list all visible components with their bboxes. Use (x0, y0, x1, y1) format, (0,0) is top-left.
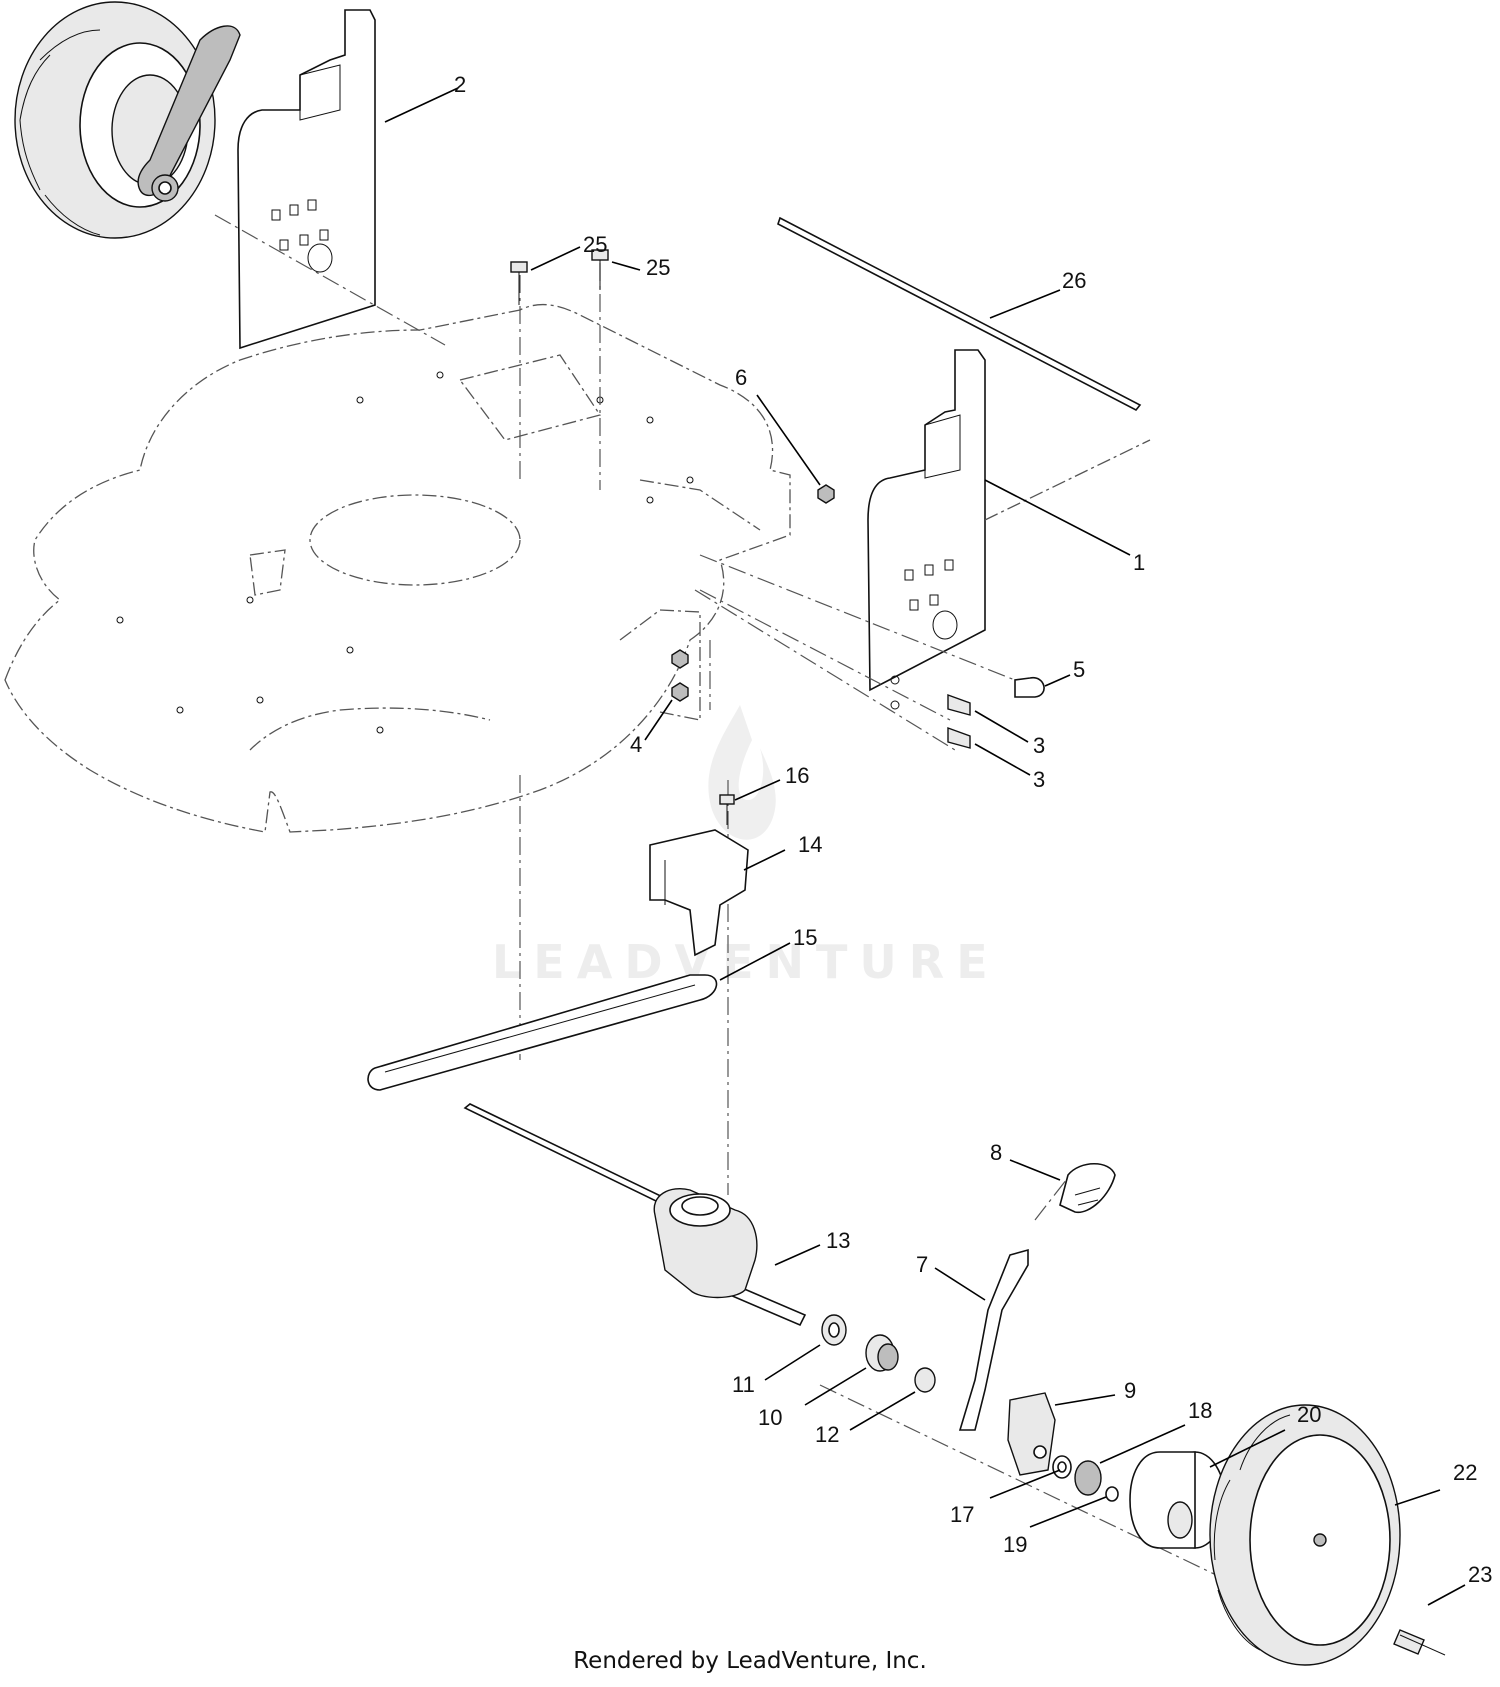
callout-5: 5 (1073, 657, 1085, 682)
callout-20: 20 (1297, 1402, 1321, 1427)
leader-lines (384, 87, 1466, 1606)
callout-18: 18 (1188, 1398, 1212, 1423)
callout-4: 4 (630, 732, 642, 757)
washer-19 (1105, 1486, 1119, 1502)
drive-belt (367, 974, 718, 1091)
callout-12: 12 (815, 1422, 839, 1447)
watermark-logo-icon (708, 705, 776, 840)
adjuster-lever (958, 1248, 1029, 1431)
callout-22: 22 (1453, 1460, 1477, 1485)
nut-4b (671, 682, 689, 702)
bushing-12 (914, 1367, 936, 1393)
callout-3a: 3 (1033, 733, 1045, 758)
callout-1: 1 (1133, 550, 1145, 575)
bolt-25a (510, 261, 528, 305)
callout-8: 8 (990, 1140, 1002, 1165)
left-height-plate (237, 9, 376, 350)
callout-19: 19 (1003, 1532, 1027, 1557)
watermark-text: LEADVENTURE (492, 935, 1000, 989)
callout-25a: 25 (583, 232, 607, 257)
bolt-3b (947, 727, 971, 749)
callout-25b: 25 (646, 255, 670, 280)
callout-11: 11 (732, 1372, 755, 1397)
callout-3b: 3 (1033, 767, 1045, 792)
callout-26: 26 (1062, 268, 1086, 293)
washer-17 (1052, 1455, 1072, 1479)
callout-17: 17 (950, 1502, 974, 1527)
screw-16 (719, 794, 735, 825)
footer-credit: Rendered by LeadVenture, Inc. (573, 1648, 927, 1674)
nut-6 (817, 484, 835, 504)
bearing-10 (865, 1334, 899, 1372)
right-wheel-22 (1209, 1404, 1401, 1666)
left-rear-wheel (14, 1, 241, 239)
callout-6: 6 (735, 365, 747, 390)
bolt-3a (947, 694, 971, 716)
callout-10: 10 (758, 1405, 782, 1430)
callouts: 2 26 1 25 25 6 5 3 3 4 16 14 15 13 7 8 9… (454, 72, 1492, 1587)
bolt-23 (1393, 1629, 1446, 1656)
wheel-bracket (1007, 1392, 1056, 1476)
belt-guard (649, 829, 749, 957)
callout-2: 2 (454, 72, 466, 97)
rear-rod (777, 216, 1151, 521)
bolt-5 (1014, 677, 1045, 698)
lever-knob (1059, 1163, 1116, 1213)
callout-7: 7 (916, 1252, 928, 1277)
bolt-25b (591, 249, 609, 290)
transmission (653, 1188, 758, 1299)
callout-15: 15 (793, 925, 817, 950)
bearing-11 (821, 1314, 847, 1346)
watermark: LEADVENTURE (492, 705, 1000, 989)
callout-13: 13 (826, 1228, 850, 1253)
callout-16: 16 (785, 763, 809, 788)
pinion-gear-18 (1074, 1460, 1102, 1496)
callout-23: 23 (1468, 1562, 1492, 1587)
nut-4a (671, 649, 689, 669)
right-height-plate (867, 349, 986, 710)
callout-9: 9 (1124, 1378, 1136, 1403)
callout-14: 14 (798, 832, 822, 857)
mower-deck (4, 303, 791, 833)
drive-shaft (463, 1103, 807, 1327)
